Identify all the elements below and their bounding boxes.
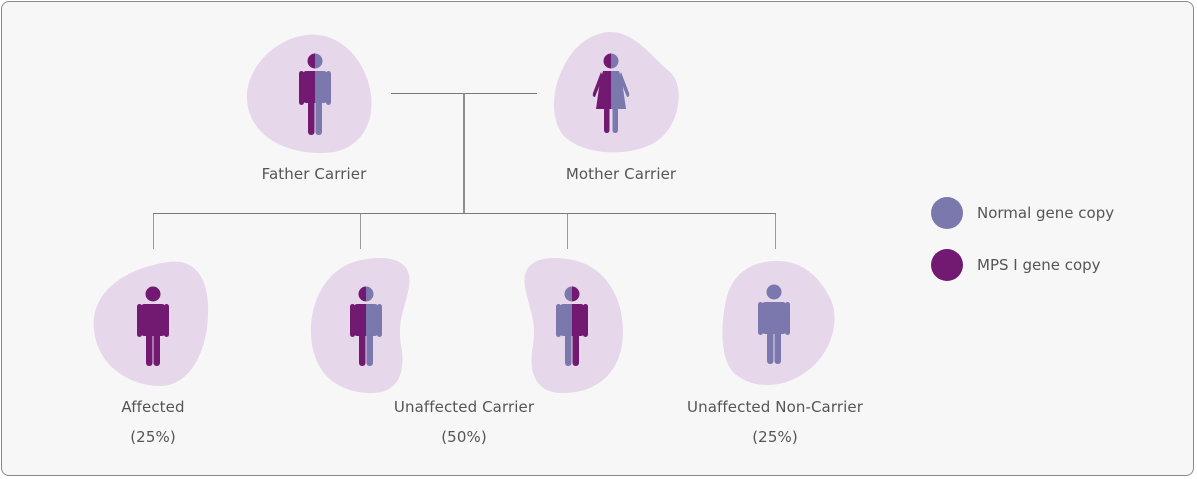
- normal-gene-swatch-icon: [931, 197, 963, 229]
- child-affected-node: [92, 260, 210, 388]
- child-carrier-1-node: [309, 257, 412, 395]
- parents-to-children-stem: [463, 93, 465, 214]
- legend-item-normal: Normal gene copy: [931, 197, 1114, 229]
- father-label: Father Carrier: [261, 165, 367, 183]
- legend-item-mps: MPS I gene copy: [931, 249, 1101, 281]
- outcome-non-carrier-percent: (25%): [752, 428, 798, 446]
- male-figure-icon: [758, 284, 790, 364]
- mother-label: Mother Carrier: [565, 165, 677, 183]
- legend-label-normal: Normal gene copy: [977, 204, 1115, 222]
- mps-gene-swatch-icon: [931, 249, 963, 281]
- child-drop-line-3: [567, 214, 568, 249]
- child-carrier-2-node: [522, 257, 625, 395]
- male-figure-icon: [350, 286, 382, 366]
- legend-label-mps: MPS I gene copy: [977, 256, 1101, 274]
- outcome-non-carrier-label: Unaffected Non-Carrier: [687, 398, 863, 416]
- male-figure-icon: [299, 53, 331, 135]
- child-drop-line-2: [360, 214, 361, 249]
- child-non-carrier-node: [719, 260, 837, 388]
- children-horizontal-bar: [153, 213, 776, 214]
- male-figure-icon: [137, 286, 169, 366]
- outcome-affected-percent: (25%): [130, 428, 176, 446]
- mother-node: [552, 30, 682, 155]
- child-drop-line-4: [775, 214, 776, 249]
- male-figure-icon: [556, 286, 588, 366]
- outcome-affected-label: Affected: [121, 398, 185, 416]
- outcome-carrier-percent: (50%): [441, 428, 487, 446]
- outcome-carrier-label: Unaffected Carrier: [393, 398, 535, 416]
- child-drop-line-1: [153, 214, 154, 249]
- female-figure-icon: [592, 53, 630, 133]
- father-node: [245, 33, 375, 155]
